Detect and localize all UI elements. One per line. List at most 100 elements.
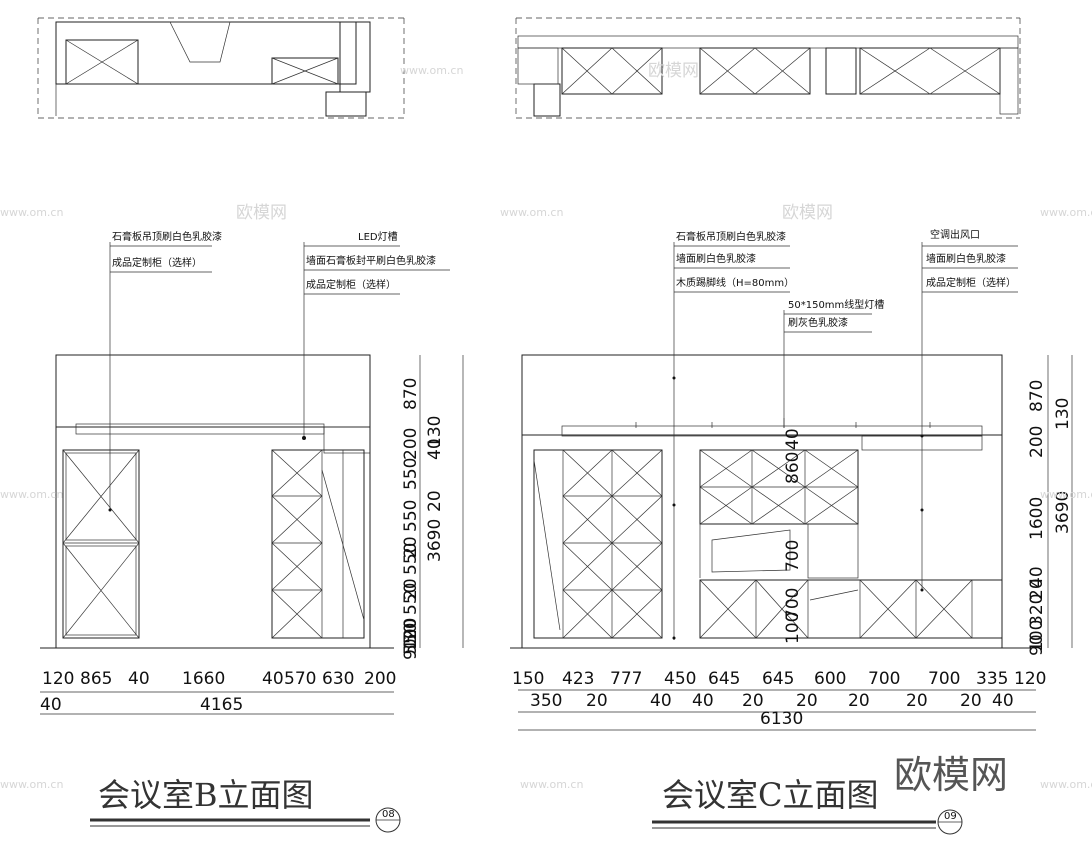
b-dim-v-7: 550 xyxy=(401,583,421,615)
b-dim-top-0: 120 xyxy=(42,669,74,689)
watermark-logo: 欧模网 xyxy=(782,203,833,223)
c-dim-bottom-4: 20 xyxy=(742,691,764,711)
c-dim-top-6: 600 xyxy=(814,669,846,689)
c-dim-top-4: 645 xyxy=(708,669,740,689)
c-dim-top-9: 335 xyxy=(976,669,1008,689)
b-dim-v2-3: 3690 xyxy=(425,519,445,562)
c-dim-bottom-2: 40 xyxy=(650,691,672,711)
c-dim-top-1: 423 xyxy=(562,669,594,689)
c-dim-top-8: 700 xyxy=(928,669,960,689)
c-dim-bottom-6: 20 xyxy=(848,691,870,711)
b-dim-v-2: 550 xyxy=(401,458,421,490)
watermark-url: www.om.cn xyxy=(500,206,563,219)
note-b-wall: 墙面石膏板封平刷白色乳胶漆 xyxy=(306,254,436,267)
plan-view-b xyxy=(37,17,405,119)
note-c-grey-paint: 刷灰色乳胶漆 xyxy=(788,316,848,329)
note-c-light-slot: 50*150mm线型灯槽 xyxy=(788,298,884,311)
b-dim-v-10: 90 xyxy=(401,638,421,660)
note-c-cabinet: 成品定制柜（选样） xyxy=(926,276,1016,289)
watermark-url: www.om.cn xyxy=(520,778,583,791)
note-c-wall: 墙面刷白色乳胶漆 xyxy=(676,252,756,265)
watermark-logo: 欧模网 xyxy=(648,61,699,81)
b-dim-v-3: 550 xyxy=(401,500,421,532)
c-dim-top-10: 120 xyxy=(1014,669,1046,689)
b-dim-top-7: 200 xyxy=(364,669,396,689)
c-dim-inner-4: 100 xyxy=(783,612,803,644)
note-c-wall-right: 墙面刷白色乳胶漆 xyxy=(926,252,1006,265)
c-dim-v2-1: 3690 xyxy=(1053,491,1073,534)
om-logo: 欧模网 xyxy=(894,753,1008,797)
c-dim-bottom-0: 350 xyxy=(530,691,562,711)
watermark-url: www.om.cn xyxy=(1040,206,1092,219)
note-b-led: LED灯槽 xyxy=(358,230,398,243)
b-dim-v-1: 200 xyxy=(401,428,421,460)
b-dim-v-11: 100 xyxy=(401,618,421,650)
watermark-url: www.om.cn xyxy=(0,488,63,501)
watermark-url: www.om.cn xyxy=(0,778,63,791)
plan-view-c xyxy=(515,17,1021,119)
b-dim-v2-1: 130 xyxy=(425,416,445,448)
c-dim-v-6: 20 xyxy=(1027,578,1047,600)
sheet-no-b: 08 xyxy=(382,809,395,820)
b-dim-top-5: 570 xyxy=(284,669,316,689)
c-dim-bottom-1: 20 xyxy=(586,691,608,711)
watermark-url: www.om.cn xyxy=(1040,778,1092,791)
note-b-cabinet-left: 成品定制柜（选样） xyxy=(112,256,202,269)
c-dim-top-3: 450 xyxy=(664,669,696,689)
note-b-cabinet-right: 成品定制柜（选样） xyxy=(306,278,396,291)
sheet-no-c: 09 xyxy=(944,811,957,822)
c-dim-top-0: 150 xyxy=(512,669,544,689)
c-total-width: 6130 xyxy=(760,709,803,729)
watermark-url: www.om.cn xyxy=(0,206,63,219)
c-dim-inner-0: 860 xyxy=(783,452,803,484)
b-dim-bottom-0: 40 xyxy=(40,695,62,715)
c-dim-v-3: 90 xyxy=(1027,634,1047,656)
c-dim-v-1: 200 xyxy=(1027,426,1047,458)
note-c-ac-vent: 空调出风口 xyxy=(930,228,980,241)
b-dim-v-4: 20 xyxy=(401,536,421,558)
c-dim-v-7: 40 xyxy=(1027,566,1047,588)
c-dims-bottom: 350 20 40 40 20 20 20 20 20 40 xyxy=(530,691,1014,711)
c-dim-bottom-7: 20 xyxy=(906,691,928,711)
elevation-b xyxy=(40,242,464,715)
c-dim-bottom-9: 40 xyxy=(992,691,1014,711)
b-total-width: 4165 xyxy=(200,695,243,715)
c-dim-bottom-5: 20 xyxy=(796,691,818,711)
b-dim-v2-2: 20 xyxy=(425,490,445,512)
b-dim-v2-0: 40 xyxy=(425,438,445,460)
c-dim-bottom-3: 40 xyxy=(692,691,714,711)
c-dim-bottom-8: 20 xyxy=(960,691,982,711)
elevation-c xyxy=(510,242,1073,731)
b-dim-v-0: 870 xyxy=(401,378,421,410)
note-b-ceiling: 石膏板吊顶刷白色乳胶漆 xyxy=(112,230,222,243)
b-dim-top-4: 40 xyxy=(262,669,284,689)
c-dim-top-5: 645 xyxy=(762,669,794,689)
b-dim-v-8: 20 xyxy=(401,618,421,640)
watermark-url: www.om.cn xyxy=(400,64,463,77)
c-dim-v-5: 100 xyxy=(1027,620,1047,652)
c-dim-inner-1: 40 xyxy=(783,428,803,450)
b-dim-top-2: 40 xyxy=(128,669,150,689)
note-c-skirting: 木质踢脚线（H=80mm） xyxy=(676,276,794,289)
c-dim-v-4: 320 xyxy=(1027,594,1047,626)
c-dim-v2-0: 130 xyxy=(1053,398,1073,430)
b-dim-top-1: 865 xyxy=(80,669,112,689)
note-c-ceiling: 石膏板吊顶刷白色乳胶漆 xyxy=(676,230,786,243)
watermark-logo: 欧模网 xyxy=(236,203,287,223)
c-dim-inner-3: 700 xyxy=(783,588,803,620)
c-dim-v-0: 870 xyxy=(1027,380,1047,412)
c-dim-inner-2: 700 xyxy=(783,540,803,572)
c-dims-vertical-b: 130 3690 xyxy=(1053,398,1073,534)
b-dim-v-5: 550 xyxy=(401,543,421,575)
c-dim-top-7: 700 xyxy=(868,669,900,689)
c-dim-v-2: 1600 xyxy=(1027,497,1047,540)
title-c: 会议室C立面图 xyxy=(662,776,879,814)
b-dim-top-3: 1660 xyxy=(182,669,225,689)
